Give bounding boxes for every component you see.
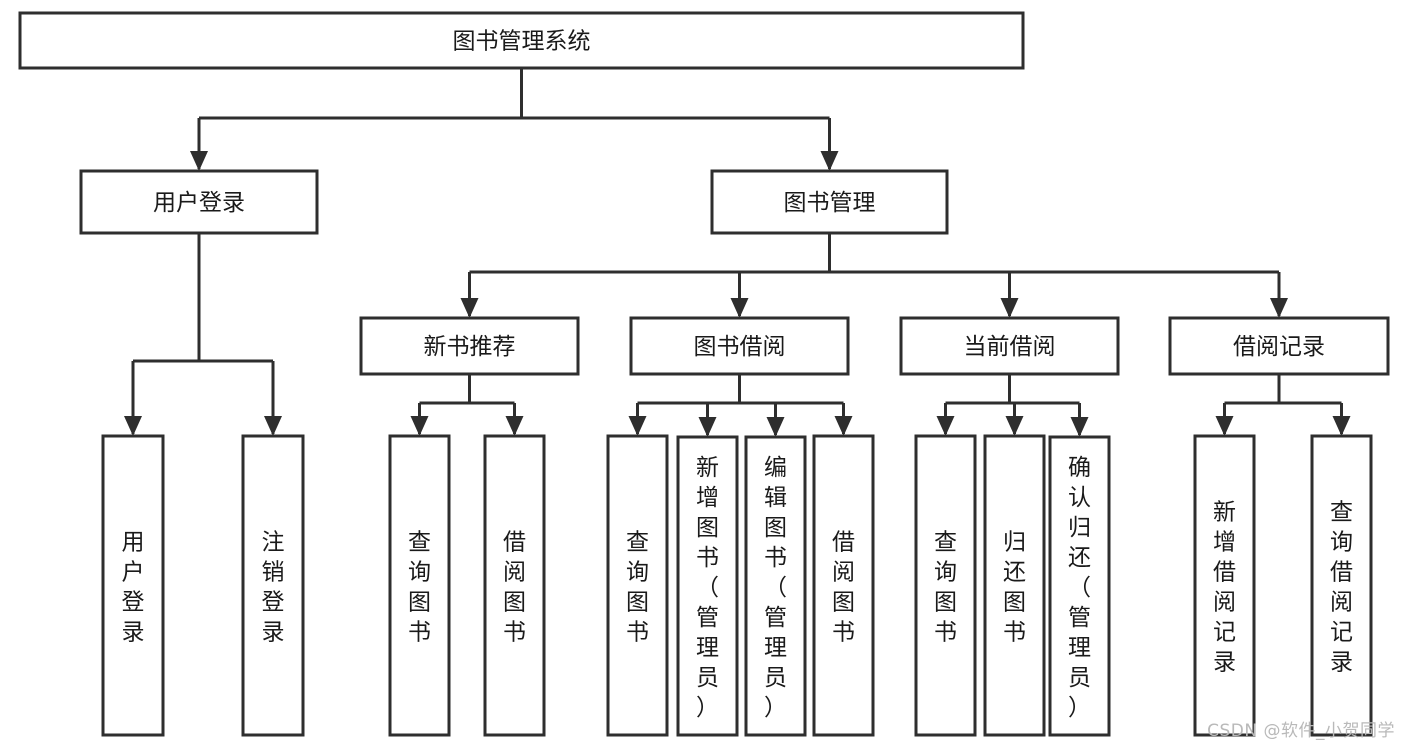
node-label: 注销登录 [262,530,285,646]
node-label: 查询图书 [934,530,957,646]
edge-group [460,233,1288,318]
nodes-layer: 图书管理系统用户登录图书管理新书推荐图书借阅当前借阅借阅记录用户登录注销登录查询… [18,11,1390,737]
node-label: 归还图书 [1003,530,1026,646]
node-box[interactable] [79,169,319,235]
node-box[interactable] [1048,435,1111,737]
node-leaf-edit-book[interactable]: 编辑图书（管理员） [744,435,807,737]
node-box[interactable] [1310,434,1373,737]
node-label: 新增图书（管理员） [696,455,719,721]
node-leaf-return-book[interactable]: 归还图书 [983,434,1046,737]
node-box[interactable] [483,434,546,737]
node-box[interactable] [1193,434,1256,737]
node-leaf-query-book-1[interactable]: 查询图书 [388,434,451,737]
node-label: 借阅记录 [1233,334,1325,360]
node-box[interactable] [983,434,1046,737]
node-leaf-query-book-3[interactable]: 查询图书 [914,434,977,737]
node-label: 查询图书 [408,530,431,646]
node-label: 图书管理 [784,190,876,216]
node-leaf-add-record[interactable]: 新增借阅记录 [1193,434,1256,737]
node-box[interactable] [899,316,1120,376]
edge-group [1215,374,1351,436]
node-box[interactable] [18,11,1025,70]
node-l3-record[interactable]: 借阅记录 [1168,316,1390,376]
node-leaf-add-book[interactable]: 新增图书（管理员） [676,435,739,737]
node-box[interactable] [629,316,850,376]
node-l3-borrow[interactable]: 图书借阅 [629,316,850,376]
edge-group [124,233,282,436]
node-box[interactable] [359,316,580,376]
edge-group [190,68,839,171]
node-label: 查询借阅记录 [1330,500,1353,676]
node-leaf-logout[interactable]: 注销登录 [241,434,305,737]
node-label: 用户登录 [122,530,145,646]
edge-group [628,374,853,437]
node-leaf-confirm-return[interactable]: 确认归还（管理员） [1048,435,1111,737]
node-root[interactable]: 图书管理系统 [18,11,1025,70]
node-box[interactable] [101,434,165,737]
node-label: 编辑图书（管理员） [764,455,787,721]
node-box[interactable] [710,169,949,235]
node-box[interactable] [676,435,739,737]
node-label: 新增借阅记录 [1213,500,1236,676]
node-l2-user-login[interactable]: 用户登录 [79,169,319,235]
node-label: 查询图书 [626,530,649,646]
node-label: 借阅图书 [503,530,526,646]
node-box[interactable] [914,434,977,737]
edge-group [410,374,524,436]
node-label: 图书借阅 [694,334,786,360]
node-label: 借阅图书 [832,530,855,646]
node-leaf-query-record[interactable]: 查询借阅记录 [1310,434,1373,737]
node-box[interactable] [388,434,451,737]
node-label: 用户登录 [153,190,245,216]
node-box[interactable] [744,435,807,737]
node-l3-current[interactable]: 当前借阅 [899,316,1120,376]
node-box[interactable] [1168,316,1390,376]
node-l2-book-manage[interactable]: 图书管理 [710,169,949,235]
node-box[interactable] [812,434,875,737]
node-label: 当前借阅 [964,334,1056,360]
node-box[interactable] [241,434,305,737]
node-label: 确认归还（管理员） [1068,455,1091,721]
node-leaf-borrow-book-2[interactable]: 借阅图书 [812,434,875,737]
node-label: 新书推荐 [424,334,516,360]
edge-group [936,374,1089,437]
node-leaf-query-book-2[interactable]: 查询图书 [606,434,669,737]
node-leaf-user-login[interactable]: 用户登录 [101,434,165,737]
node-l3-new-book[interactable]: 新书推荐 [359,316,580,376]
edges-layer [124,68,1351,437]
node-label: 图书管理系统 [453,29,591,55]
node-box[interactable] [606,434,669,737]
node-leaf-borrow-book-1[interactable]: 借阅图书 [483,434,546,737]
